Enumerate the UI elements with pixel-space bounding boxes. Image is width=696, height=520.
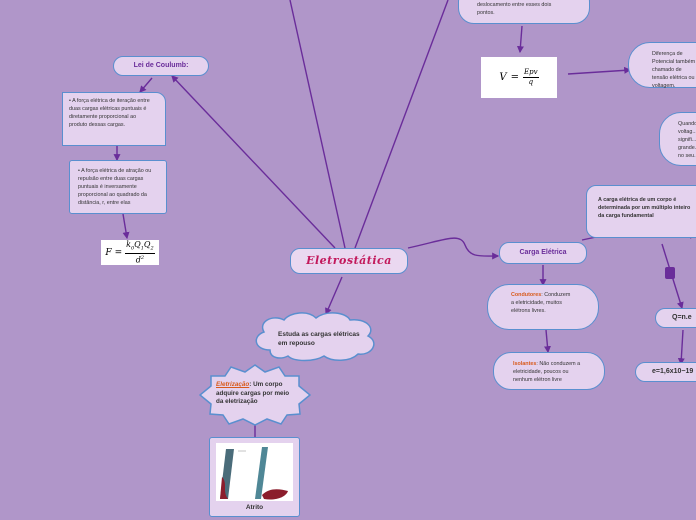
- coulomb-law-title: Lei de Coulumb:: [134, 62, 189, 70]
- link-qne-to-e: [681, 330, 683, 364]
- formula-q2-sub: 2: [150, 245, 153, 251]
- link-s2-to-formula: [123, 214, 127, 238]
- qne-text: Q=n.e: [672, 314, 692, 321]
- isolantes-term: Isolantes: [513, 361, 536, 367]
- potential-top-node[interactable]: deslocamento entre esses dois pontos.: [458, 0, 590, 24]
- coulomb-statement-1[interactable]: • A força elétrica de iteração entre dua…: [62, 92, 166, 146]
- link-vformula-to-ddp: [568, 70, 630, 74]
- link-to-top-right: [355, 0, 448, 248]
- vformula-numerator: Epv: [523, 68, 539, 78]
- fundamental-charge-node[interactable]: A carga elétrica de um corpo é determina…: [586, 185, 696, 238]
- coulomb-formula: F = k0Q1Q2 d2: [101, 240, 159, 265]
- carga-eletrica-node[interactable]: Carga Elétrica: [499, 242, 587, 264]
- isolantes-text: Isolantes: Não conduzem a eletricidade, …: [513, 360, 589, 384]
- link-condutores-to-isolantes: [546, 330, 548, 352]
- vformula-fraction: Epv q: [523, 68, 539, 87]
- formula-d-exp: 2: [141, 255, 144, 261]
- electron-charge-node[interactable]: e=1,6x10−19: [635, 362, 696, 382]
- link-to-top-left: [290, 0, 345, 248]
- link-coulomb-to-s1: [140, 78, 152, 92]
- condutores-node[interactable]: Condutores: Conduzem a eletricidade, mui…: [487, 284, 599, 330]
- condutores-text: Condutores: Conduzem a eletricidade, mui…: [511, 291, 571, 315]
- potential-right-node[interactable]: Quando... voltag... signifi... grande...…: [659, 112, 696, 166]
- coulomb-statement-2-text: • A força elétrica de atração ou repulsã…: [78, 167, 152, 207]
- central-topic[interactable]: Eletrostática: [290, 248, 408, 274]
- vformula-equals: =: [511, 74, 519, 82]
- potential-formula: V = Epv q: [481, 57, 557, 98]
- eletrizacao-node[interactable]: Eletrização: Um corpo adquire cargas por…: [216, 381, 296, 407]
- link-to-coulomb: [172, 76, 335, 248]
- fundamental-charge-text: A carga elétrica de um corpo é determina…: [598, 196, 696, 220]
- potential-top-text: deslocamento entre esses dois pontos.: [477, 1, 567, 17]
- condutores-term: Condutores: [511, 292, 541, 298]
- link-to-carga: [408, 238, 498, 256]
- qne-node[interactable]: Q=n.e: [655, 308, 696, 328]
- vformula-lhs: V: [499, 74, 506, 82]
- isolantes-node[interactable]: Isolantes: Não conduzem a eletricidade, …: [493, 352, 605, 390]
- central-topic-title: Eletrostática: [306, 257, 392, 265]
- carga-eletrica-title: Carga Elétrica: [519, 249, 566, 257]
- ddp-text: Diferença de Potencial também chamado de…: [652, 50, 696, 90]
- formula-lhs: F: [105, 249, 111, 257]
- formula-denominator: d2: [136, 254, 144, 265]
- eletrizacao-term: Eletrização: [216, 381, 249, 388]
- coulomb-statement-2[interactable]: • A força elétrica de atração ou repulsã…: [69, 160, 167, 214]
- formula-equals: =: [115, 249, 123, 257]
- formula-fraction: k0Q1Q2 d2: [125, 240, 155, 265]
- formula-numerator: k0Q1Q2: [125, 240, 155, 255]
- link-to-cloud: [326, 277, 342, 314]
- small-square-marker: [665, 267, 675, 279]
- coulomb-statement-1-text: • A força elétrica de iteração entre dua…: [69, 97, 151, 129]
- ddp-node[interactable]: Diferença de Potencial também chamado de…: [628, 42, 696, 88]
- electron-charge-text: e=1,6x10−19: [652, 368, 693, 375]
- potential-right-text: Quando... voltag... signifi... grande...…: [678, 120, 696, 160]
- link-top-to-vformula: [520, 26, 522, 52]
- cloud-node[interactable]: Estuda as cargas elétricas em repouso: [278, 330, 362, 348]
- coulomb-law-node[interactable]: Lei de Coulumb:: [113, 56, 209, 76]
- atrito-label: Atrito: [214, 504, 295, 512]
- vformula-denominator: q: [529, 78, 533, 87]
- atrito-node[interactable]: Atrito: [209, 437, 300, 517]
- atrito-illustration: [216, 443, 293, 501]
- cloud-text: Estuda as cargas elétricas em repouso: [278, 331, 360, 347]
